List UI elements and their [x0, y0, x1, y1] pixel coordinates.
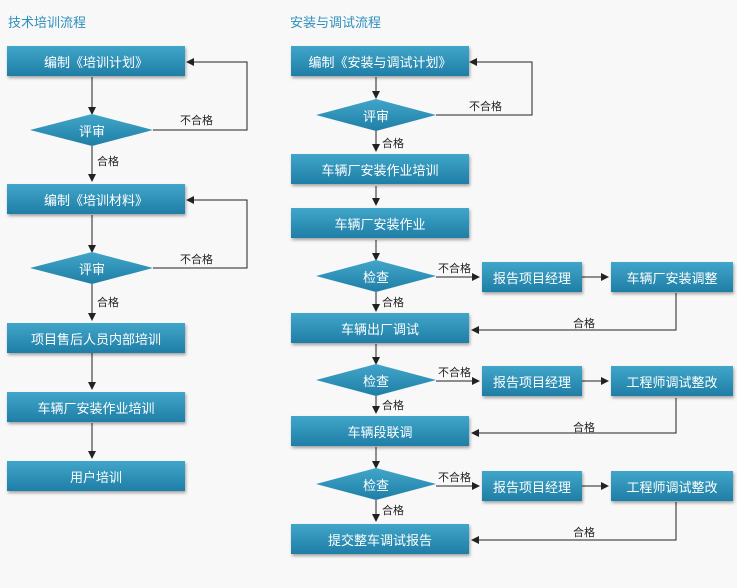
left-box-factory-training: 车辆厂安装作业培训 — [7, 392, 185, 422]
left-box-user-training: 用户培训 — [7, 461, 185, 491]
report-pm-box-1: 报告项目经理 — [482, 262, 582, 292]
left-review1-diamond — [30, 114, 153, 146]
left-pass1-label: 合格 — [97, 155, 119, 168]
left-fail2-label: 不合格 — [180, 253, 213, 266]
factory-adjust-box: 车辆厂安装调整 — [611, 262, 733, 292]
left-review1-label: 评审 — [78, 124, 105, 140]
right-box-exit-debug: 车辆出厂调试 — [291, 313, 469, 343]
right-fail0-label: 不合格 — [469, 100, 502, 113]
right-back1-label: 合格 — [573, 317, 595, 330]
right-check3-diamond — [316, 468, 436, 500]
right-pass3-label: 合格 — [382, 504, 404, 517]
left-pass2-label: 合格 — [97, 296, 119, 309]
report-pm-box-2: 报告项目经理 — [482, 366, 582, 396]
right-check1-diamond — [316, 260, 436, 292]
right-pass2-label: 合格 — [382, 399, 404, 412]
report-pm-box-3: 报告项目经理 — [482, 471, 582, 501]
left-fail1-label: 不合格 — [180, 114, 213, 127]
right-pass0-label: 合格 — [382, 137, 404, 150]
right-box-factory-training: 车辆厂安装作业培训 — [291, 154, 469, 184]
right-pass1-label: 合格 — [382, 296, 404, 309]
left-box-training-material: 编制《培训材料》 — [7, 184, 185, 214]
left-box-internal-training: 项目售后人员内部培训 — [7, 323, 185, 353]
right-check2-diamond — [316, 364, 436, 396]
engineer-fix-box-2: 工程师调试整改 — [611, 471, 733, 501]
right-check1-label: 检查 — [362, 270, 389, 286]
right-back3-label: 合格 — [573, 526, 595, 539]
right-fail2-label: 不合格 — [438, 366, 471, 379]
left-review2-diamond — [30, 252, 153, 284]
engineer-fix-box-1: 工程师调试整改 — [611, 366, 733, 396]
right-box-factory-install: 车辆厂安装作业 — [291, 208, 469, 238]
right-box-submit-report: 提交整车调试报告 — [291, 524, 469, 554]
right-check2-label: 检查 — [362, 374, 389, 390]
left-box-training-plan: 编制《培训计划》 — [7, 46, 185, 76]
left-review2-label: 评审 — [78, 262, 105, 278]
right-box-depot-joint-debug: 车辆段联调 — [291, 416, 469, 446]
right-review-diamond — [316, 99, 436, 131]
left-title: 技术培训流程 — [8, 16, 87, 31]
right-title: 安装与调试流程 — [290, 16, 382, 31]
right-check3-label: 检查 — [362, 478, 389, 494]
right-review-label: 评审 — [362, 109, 389, 125]
right-back2-label: 合格 — [573, 421, 595, 434]
right-fail1-label: 不合格 — [438, 262, 471, 275]
right-box-install-plan: 编制《安装与调试计划》 — [291, 46, 469, 76]
right-fail3-label: 不合格 — [438, 471, 471, 484]
